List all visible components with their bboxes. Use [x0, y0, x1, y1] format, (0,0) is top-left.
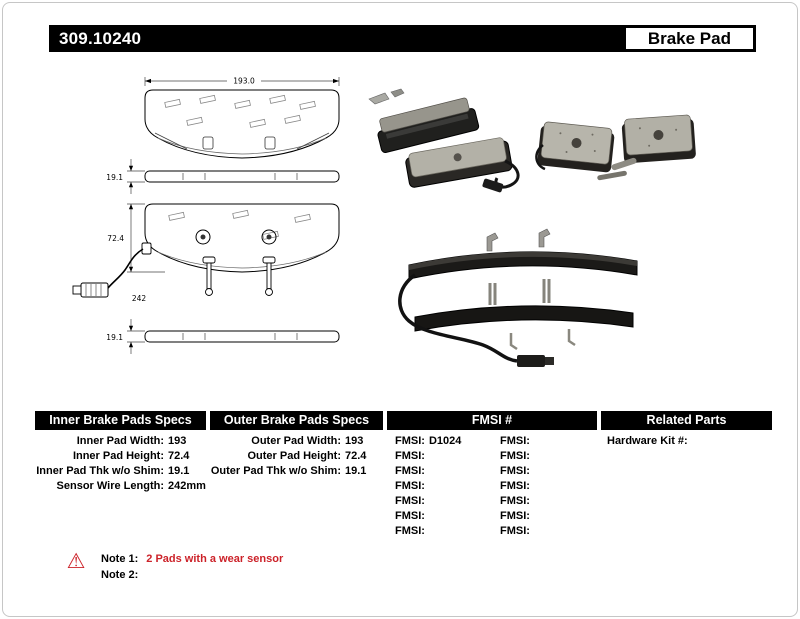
fmsi-row: FMSI: FMSI: [387, 448, 597, 463]
fmsi-label: FMSI: [500, 494, 530, 507]
note-2: Note 2: [101, 569, 283, 581]
fmsi-label: FMSI: [395, 464, 425, 477]
dim-sensor-wire-length: 242 [132, 294, 147, 303]
fmsi-row: FMSI: FMSI: [387, 523, 597, 538]
fmsi-label: FMSI: [395, 524, 425, 537]
fmsi-label: FMSI: [500, 509, 530, 522]
fmsi-column: FMSI # FMSI: D1024 FMSI: [387, 411, 597, 538]
fmsi-row: FMSI: FMSI: [387, 463, 597, 478]
dim-pad-height: 72.4 [107, 234, 124, 243]
header-bar: 309.10240 Brake Pad [49, 25, 756, 52]
fmsi-label: FMSI: [500, 464, 530, 477]
spec-label: Outer Pad Thk w/o Shim: [210, 464, 341, 477]
note-1-text: 2 Pads with a wear sensor [146, 553, 284, 565]
notes-section: ⚠ Note 1: 2 Pads with a wear sensor Note… [61, 550, 284, 582]
related-parts-rows: Hardware Kit #: [601, 430, 772, 448]
fmsi-left-cell: FMSI: [387, 510, 492, 522]
note-2-label: Note 2: [101, 569, 139, 581]
fmsi-label: FMSI: [500, 479, 530, 492]
spec-value: 193 [345, 434, 364, 447]
spec-row: Inner Pad Height: 72.4 [35, 448, 206, 463]
spec-label: Inner Pad Height: [72, 449, 164, 462]
technical-drawing: 193.0 [72, 77, 340, 354]
outer-specs-column: Outer Brake Pads Specs Outer Pad Width: … [210, 411, 383, 538]
fmsi-row: FMSI: FMSI: [387, 508, 597, 523]
spec-row: Outer Pad Thk w/o Shim: 19.1 [210, 463, 383, 478]
spec-table: Inner Brake Pads Specs Inner Pad Width: … [35, 411, 772, 538]
spec-value: 19.1 [168, 464, 190, 477]
fmsi-label: FMSI: [500, 524, 530, 537]
fmsi-left-cell: FMSI: [387, 480, 492, 492]
product-name: Brake Pad [625, 28, 753, 49]
fmsi-label: FMSI: [395, 449, 425, 462]
photo-pad-exploded [398, 228, 638, 367]
spec-row: Inner Pad Thk w/o Shim: 19.1 [35, 463, 206, 478]
inner-specs-column: Inner Brake Pads Specs Inner Pad Width: … [35, 411, 206, 538]
related-part-row: Hardware Kit #: [601, 433, 772, 448]
note-1-label: Note 1: [101, 553, 139, 565]
inner-specs-header: Inner Brake Pads Specs [35, 411, 206, 430]
spec-value: 72.4 [345, 449, 367, 462]
part-number: 309.10240 [59, 28, 142, 48]
fmsi-value: D1024 [428, 434, 462, 447]
fmsi-rows: FMSI: D1024 FMSI: FMSI: [387, 430, 597, 538]
note-1: Note 1: 2 Pads with a wear sensor [101, 553, 283, 565]
fmsi-right-cell: FMSI: [492, 525, 597, 537]
fmsi-label: FMSI: [395, 434, 425, 447]
inner-specs-rows: Inner Pad Width: 193 Inner Pad Height: 7… [35, 430, 206, 493]
fmsi-right-cell: FMSI: [492, 465, 597, 477]
spec-value: 19.1 [345, 464, 367, 477]
photo-pad-set-face [535, 114, 696, 181]
fmsi-row: FMSI: FMSI: [387, 478, 597, 493]
fmsi-left-cell: FMSI: [387, 450, 492, 462]
fmsi-label: FMSI: [500, 434, 530, 447]
fmsi-right-cell: FMSI: [492, 480, 597, 492]
fmsi-label: FMSI: [395, 479, 425, 492]
spec-row: Inner Pad Width: 193 [35, 433, 206, 448]
spec-row: Outer Pad Width: 193 [210, 433, 383, 448]
dim-pad-thickness-bottom: 19.1 [106, 333, 123, 342]
fmsi-header: FMSI # [387, 411, 597, 430]
fmsi-left-cell: FMSI: [387, 525, 492, 537]
outer-specs-header: Outer Brake Pads Specs [210, 411, 383, 430]
fmsi-left-cell: FMSI: [387, 495, 492, 507]
fmsi-right-cell: FMSI: [492, 495, 597, 507]
related-parts-header: Related Parts [601, 411, 772, 430]
fmsi-left-cell: FMSI: [387, 465, 492, 477]
spec-label: Sensor Wire Length: [56, 479, 164, 492]
fmsi-left-cell: FMSI: D1024 [387, 435, 492, 447]
spec-value: 242mm [168, 479, 206, 492]
dim-pad-width: 193.0 [233, 77, 255, 86]
spec-row: Outer Pad Height: 72.4 [210, 448, 383, 463]
fmsi-label: FMSI: [395, 509, 425, 522]
fmsi-row: FMSI: D1024 FMSI: [387, 433, 597, 448]
fmsi-row: FMSI: FMSI: [387, 493, 597, 508]
fmsi-label: FMSI: [395, 494, 425, 507]
spec-value: 193 [168, 434, 187, 447]
spec-label: Inner Pad Width: [76, 434, 164, 447]
related-parts-column: Related Parts Hardware Kit #: [601, 411, 772, 538]
outer-specs-rows: Outer Pad Width: 193 Outer Pad Height: 7… [210, 430, 383, 478]
fmsi-right-cell: FMSI: [492, 435, 597, 447]
fmsi-label: FMSI: [500, 449, 530, 462]
spec-label: Outer Pad Width: [251, 434, 341, 447]
spec-row: Sensor Wire Length: 242mm [35, 478, 206, 493]
warning-icon: ⚠ [66, 550, 86, 573]
fmsi-right-cell: FMSI: [492, 510, 597, 522]
related-part-label: Hardware Kit #: [607, 434, 688, 447]
note-lines: Note 1: 2 Pads with a wear sensor Note 2… [101, 551, 283, 581]
dim-pad-thickness-top: 19.1 [106, 173, 123, 182]
spec-label: Inner Pad Thk w/o Shim: [36, 464, 164, 477]
spec-value: 72.4 [168, 449, 190, 462]
spec-label: Outer Pad Height: [247, 449, 341, 462]
fmsi-right-cell: FMSI: [492, 450, 597, 462]
photo-pad-set-angled [368, 88, 520, 193]
